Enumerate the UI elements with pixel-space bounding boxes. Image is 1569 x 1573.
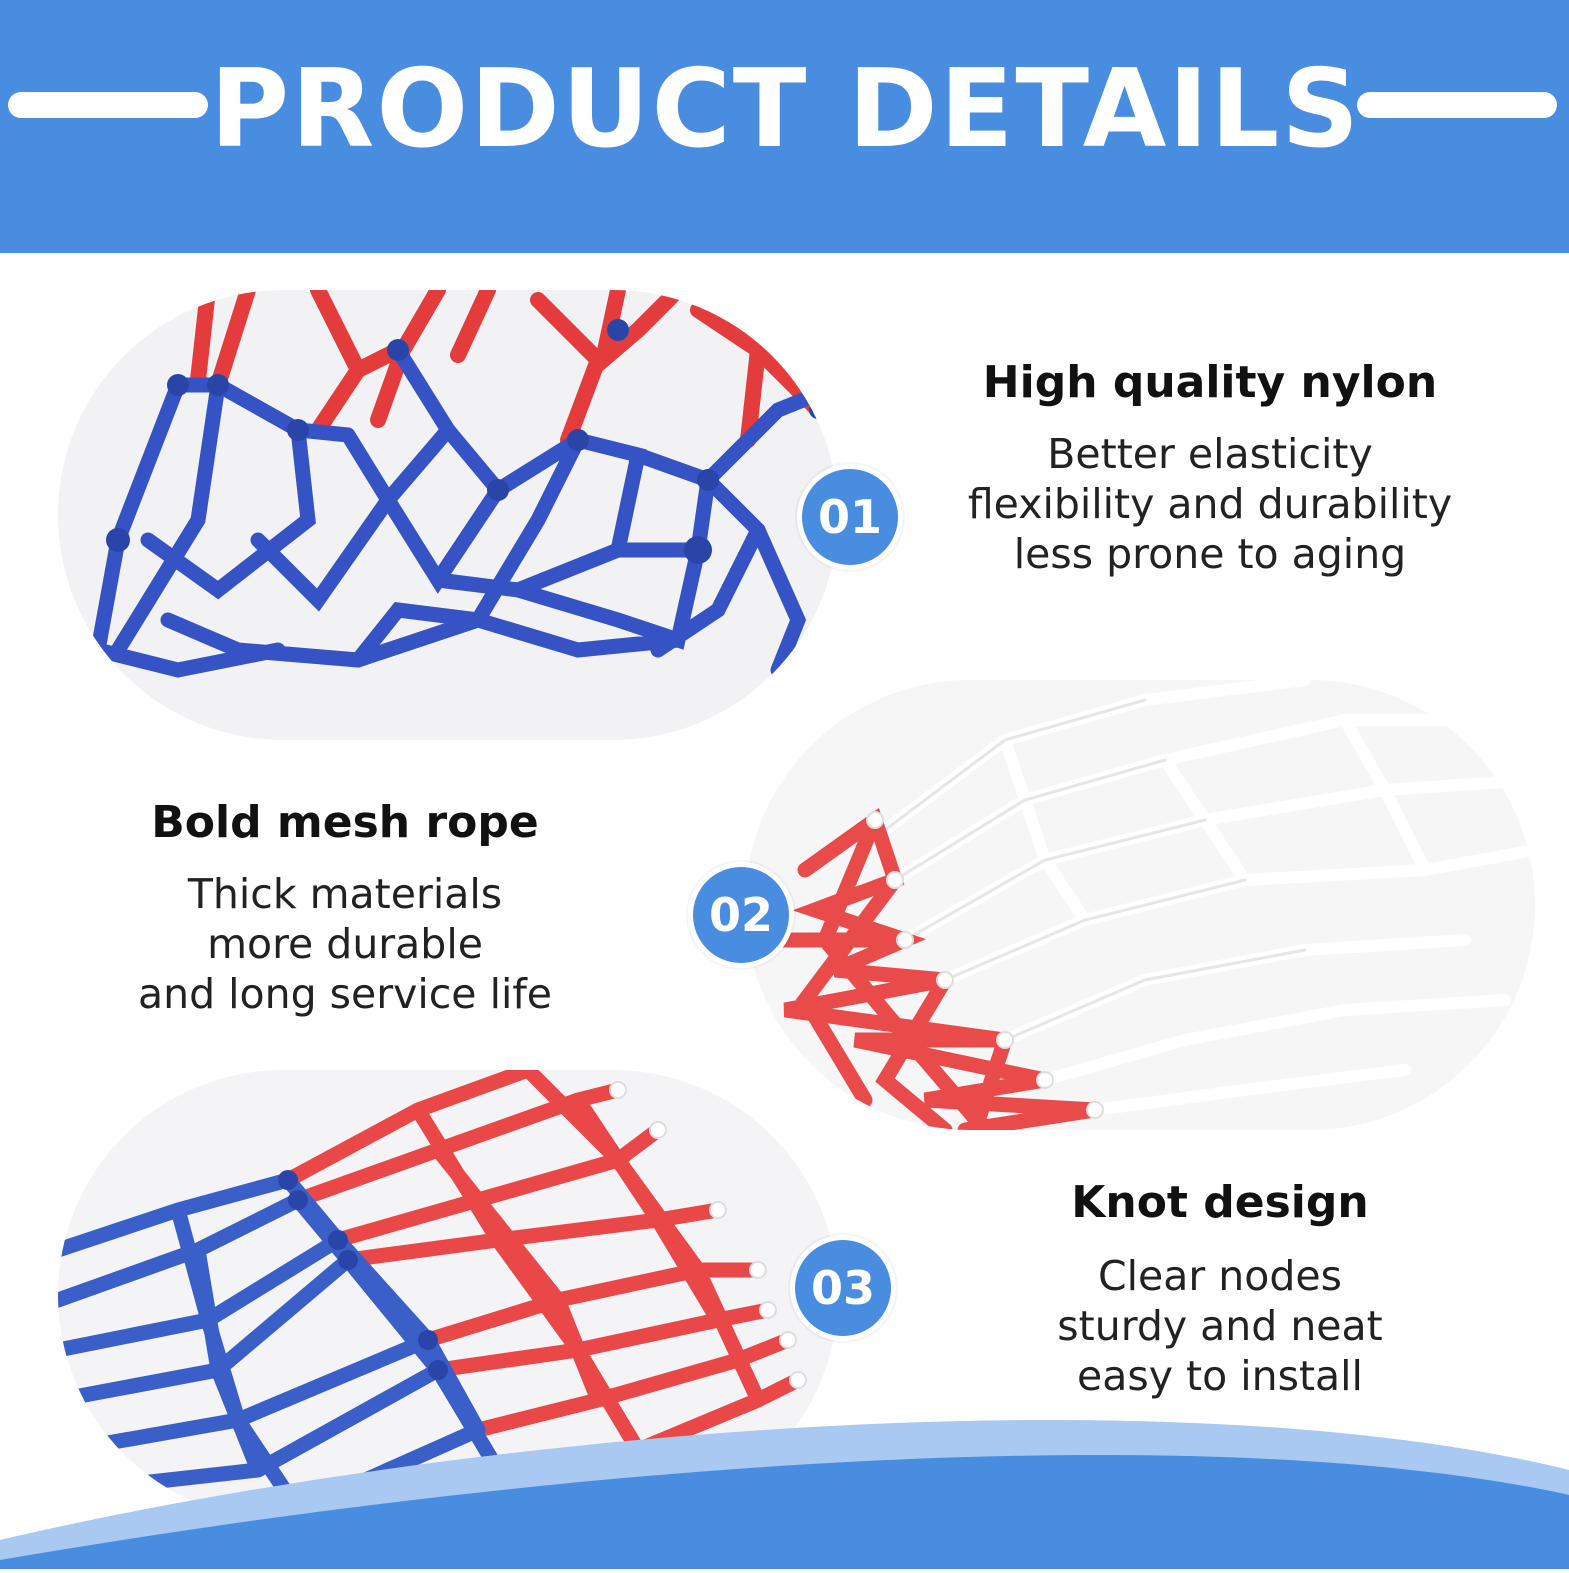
feature-1-text: High quality nylon Better elasticity fle… bbox=[930, 355, 1490, 579]
feature-title: High quality nylon bbox=[982, 357, 1438, 408]
feature-2-text: Bold mesh rope Thick materials more dura… bbox=[80, 795, 610, 1019]
header-line-left bbox=[8, 92, 208, 118]
badge-03: 03 bbox=[790, 1235, 896, 1341]
product-photo-1 bbox=[58, 290, 838, 740]
feature-line: Clear nodes bbox=[1098, 1252, 1342, 1300]
feature-title: Knot design bbox=[1071, 1177, 1369, 1228]
feature-line: and long service life bbox=[137, 970, 553, 1018]
page-title: PRODUCT DETAILS bbox=[210, 47, 1362, 172]
feature-line: more durable bbox=[207, 920, 483, 968]
feature-line: sturdy and neat bbox=[1057, 1302, 1383, 1350]
feature-title: Bold mesh rope bbox=[151, 797, 539, 848]
product-photo-2 bbox=[745, 680, 1535, 1130]
bottom-wave bbox=[0, 1400, 1569, 1573]
feature-3-text: Knot design Clear nodes sturdy and neat … bbox=[960, 1175, 1480, 1401]
badge-02: 02 bbox=[688, 862, 794, 968]
header-line-right bbox=[1357, 92, 1557, 118]
header-banner: PRODUCT DETAILS bbox=[0, 0, 1569, 253]
feature-line: Thick materials bbox=[187, 870, 503, 918]
badge-01: 01 bbox=[797, 464, 903, 570]
feature-line: easy to install bbox=[1077, 1352, 1363, 1400]
feature-line: flexibility and durability bbox=[967, 480, 1453, 528]
feature-line: Better elasticity bbox=[1047, 430, 1373, 478]
feature-line: less prone to aging bbox=[1013, 530, 1407, 578]
